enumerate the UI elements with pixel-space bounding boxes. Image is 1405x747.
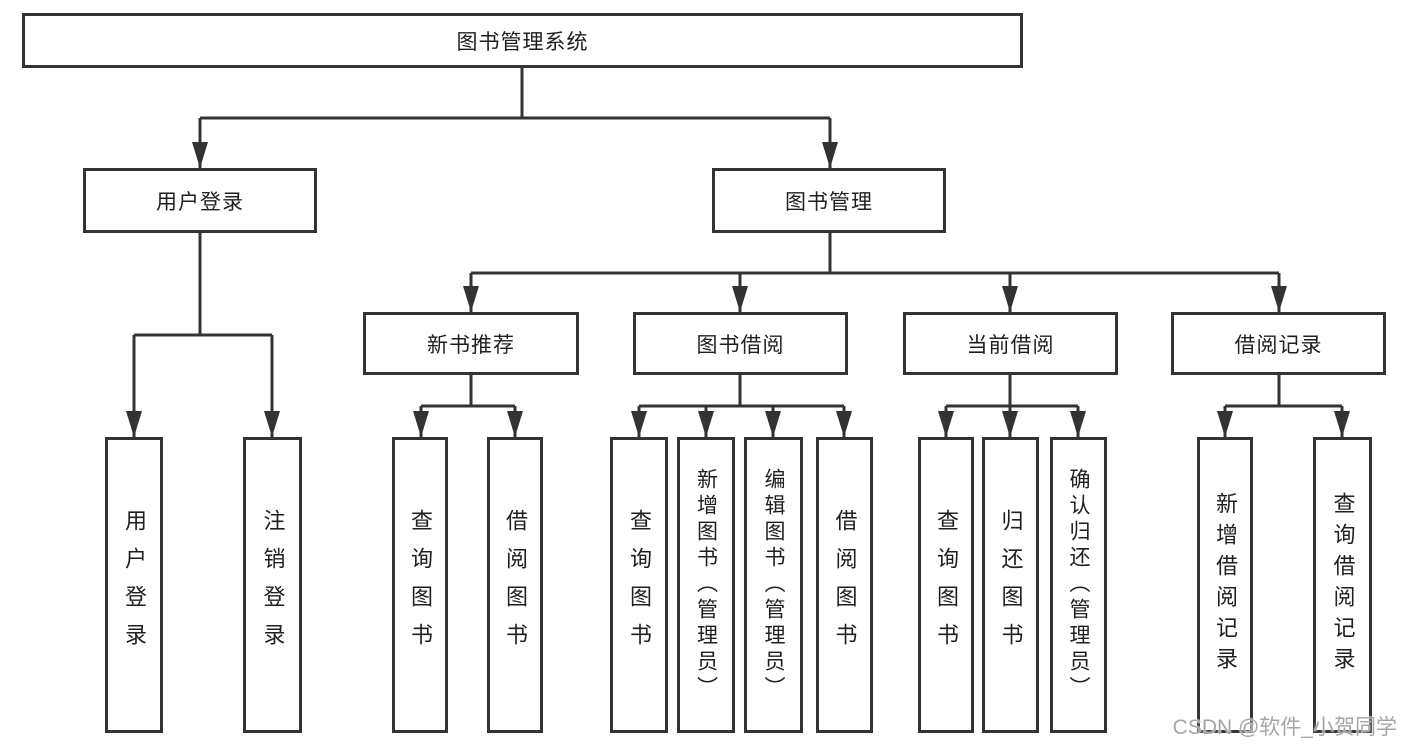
node-current-borrowing: 当前借阅 xyxy=(903,312,1118,375)
leaf-bb-borrow-books: 借阅图书 xyxy=(816,437,873,733)
node-user-login-label: 用户登录 xyxy=(156,190,244,214)
leaf-user-login-label: 用户登录 xyxy=(122,509,147,661)
leaf-bb-query-books: 查询图书 xyxy=(610,437,668,733)
node-new-book-recommend-label: 新书推荐 xyxy=(427,333,515,357)
node-book-borrowing: 图书借阅 xyxy=(633,312,848,375)
leaf-br-add-record: 新增借阅记录 xyxy=(1197,437,1253,733)
node-root-label: 图书管理系统 xyxy=(456,30,589,54)
node-book-management-label: 图书管理 xyxy=(785,190,873,214)
leaf-bb-query-books-label: 查询图书 xyxy=(627,509,652,661)
leaf-bb-add-books-admin: 新增图书（管理员） xyxy=(677,437,735,733)
leaf-cb-return-books: 归还图书 xyxy=(982,437,1039,733)
node-book-borrowing-label: 图书借阅 xyxy=(696,333,785,357)
leaf-cb-query-books: 查询图书 xyxy=(918,437,974,733)
leaf-cb-query-books-label: 查询图书 xyxy=(934,509,959,661)
leaf-bb-add-books-admin-label: 新增图书（管理员） xyxy=(694,468,718,702)
leaf-user-login: 用户登录 xyxy=(105,437,163,733)
leaf-bb-borrow-books-label: 借阅图书 xyxy=(832,509,858,661)
leaf-nbr-borrow-books-label: 借阅图书 xyxy=(503,509,528,661)
leaf-bb-edit-books-admin: 编辑图书（管理员） xyxy=(744,437,803,733)
leaf-br-query-record-label: 查询借阅记录 xyxy=(1330,492,1356,678)
leaf-bb-edit-books-admin-label: 编辑图书（管理员） xyxy=(762,468,785,702)
leaf-nbr-query-books-label: 查询图书 xyxy=(408,509,433,661)
node-current-borrowing-label: 当前借阅 xyxy=(966,333,1055,357)
node-borrowing-records: 借阅记录 xyxy=(1171,312,1386,375)
node-book-management: 图书管理 xyxy=(712,168,946,233)
leaf-br-add-record-label: 新增借阅记录 xyxy=(1213,492,1238,678)
node-user-login: 用户登录 xyxy=(83,168,317,233)
csdn-watermark: CSDN @软件_小贺同学 xyxy=(1172,716,1397,739)
node-borrowing-records-label: 借阅记录 xyxy=(1234,333,1323,357)
leaf-logout: 注销登录 xyxy=(243,437,302,733)
leaf-cb-confirm-return-admin: 确认归还（管理员） xyxy=(1050,437,1107,733)
leaf-logout-label: 注销登录 xyxy=(260,509,286,661)
leaf-cb-return-books-label: 归还图书 xyxy=(998,509,1024,661)
leaf-br-query-record: 查询借阅记录 xyxy=(1313,437,1372,733)
leaf-cb-confirm-return-admin-label: 确认归还（管理员） xyxy=(1067,468,1090,702)
node-new-book-recommend: 新书推荐 xyxy=(363,312,579,375)
leaf-nbr-query-books: 查询图书 xyxy=(392,437,448,733)
leaf-nbr-borrow-books: 借阅图书 xyxy=(487,437,543,733)
node-root: 图书管理系统 xyxy=(22,13,1023,68)
